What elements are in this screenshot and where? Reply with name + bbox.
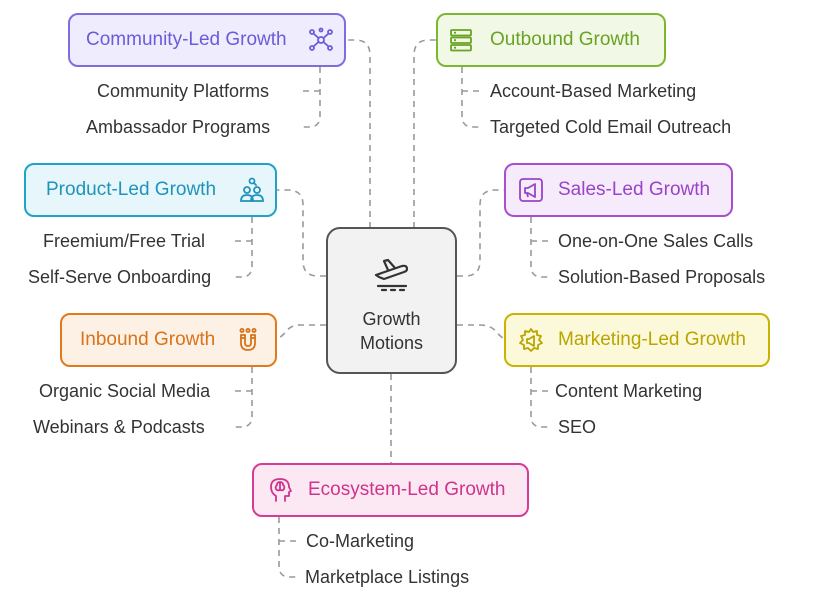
network-icon <box>308 27 334 53</box>
inbound-growth-title: Inbound Growth <box>80 329 216 350</box>
ecosystem-led-growth-node: Ecosystem-Led Growth <box>252 463 529 517</box>
center-title-line1: Growth <box>362 309 421 329</box>
self-serve-onboarding-item: Self-Serve Onboarding <box>28 267 212 287</box>
airplane-landing-icon <box>374 258 409 292</box>
organic-social-media-item: Organic Social Media <box>39 381 211 401</box>
content-marketing-item: Content Marketing <box>555 381 703 401</box>
one-on-one-sales-calls-item: One-on-One Sales Calls <box>558 231 754 251</box>
co-marketing-item: Co-Marketing <box>306 531 415 551</box>
ecosystem-led-growth-title: Ecosystem-Led Growth <box>308 479 506 500</box>
center-title-line2: Motions <box>359 333 424 353</box>
community-led-growth-node: Community-Led Growth <box>68 13 346 67</box>
solution-based-proposals-item: Solution-Based Proposals <box>558 267 766 287</box>
ambassador-programs-item: Ambassador Programs <box>86 117 271 137</box>
marketing-led-growth-title: Marketing-Led Growth <box>558 329 746 350</box>
megaphone-icon <box>518 177 544 203</box>
users-icon <box>239 177 265 203</box>
center-node: Growth Motions <box>326 227 457 374</box>
product-led-growth-node: Product-Led Growth <box>24 163 277 217</box>
community-platforms-item: Community Platforms <box>97 81 270 101</box>
head-brain-icon <box>268 477 294 503</box>
magnet-icon <box>235 327 261 353</box>
targeted-cold-email-outreach-item: Targeted Cold Email Outreach <box>490 117 732 137</box>
sales-led-growth-title: Sales-Led Growth <box>558 179 711 200</box>
freemium-free-trial-item: Freemium/Free Trial <box>43 231 206 251</box>
product-led-growth-title: Product-Led Growth <box>46 179 217 200</box>
megaphone-burst-icon <box>518 327 544 353</box>
outbound-growth-node: Outbound Growth <box>436 13 666 67</box>
inbound-growth-node: Inbound Growth <box>60 313 277 367</box>
community-led-growth-title: Community-Led Growth <box>86 29 287 50</box>
webinars-podcasts-item: Webinars & Podcasts <box>33 417 205 437</box>
seo-item: SEO <box>558 417 597 437</box>
sales-led-growth-node: Sales-Led Growth <box>504 163 733 217</box>
account-based-marketing-item: Account-Based Marketing <box>490 81 697 101</box>
server-icon <box>448 27 474 53</box>
marketing-led-growth-node: Marketing-Led Growth <box>504 313 770 367</box>
marketplace-listings-item: Marketplace Listings <box>305 567 470 587</box>
outbound-growth-title: Outbound Growth <box>490 29 640 50</box>
